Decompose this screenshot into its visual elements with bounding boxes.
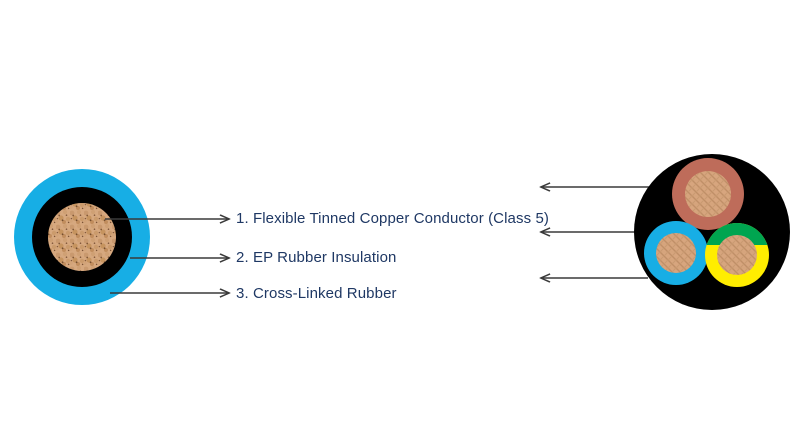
three-core-cable-cross-section [634, 154, 790, 310]
earth-core-conductor [717, 235, 757, 275]
brown-core [672, 158, 744, 230]
brown-core-conductor [685, 171, 731, 217]
single-core-cable-cross-section [14, 169, 150, 305]
leader-lines-left [105, 219, 229, 293]
tinned-copper-conductor [48, 203, 116, 271]
callout-label-sheath: 3. Cross-Linked Rubber [236, 285, 397, 302]
callout-label-insulation: 2. EP Rubber Insulation [236, 249, 397, 266]
blue-core-conductor [656, 233, 696, 273]
blue-core [644, 221, 708, 285]
green-yellow-earth-core [705, 223, 769, 287]
callout-label-conductor: 1. Flexible Tinned Copper Conductor (Cla… [236, 210, 549, 227]
earth-core-insulation-green [706, 223, 768, 245]
